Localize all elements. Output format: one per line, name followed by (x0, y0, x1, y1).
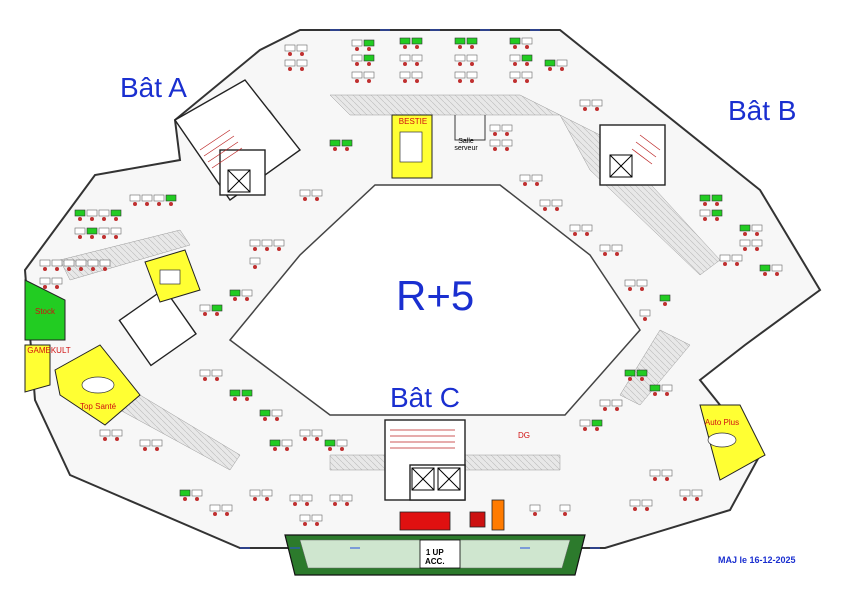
lift-access-label: 1 UP ACC. (425, 548, 445, 566)
room-gamekult (24, 344, 51, 393)
building-a-label: Bât A (120, 72, 187, 103)
building-c-label: Bât C (390, 382, 461, 413)
update-date: MAJ le 16-12-2025 (718, 555, 796, 565)
room-stock-label: Stock (34, 307, 55, 316)
room-auto-plus-label: Auto Plus (704, 418, 740, 427)
room-bestie-label: BESTIE (398, 117, 428, 126)
lift-line-1: 1 UP (425, 548, 444, 557)
stairs (199, 129, 661, 449)
elevators (227, 154, 633, 491)
terrace (284, 534, 586, 576)
room-dg-label: DG (518, 431, 530, 440)
building-b-label: Bât B (728, 95, 797, 126)
room-server-label: Salle serveur (454, 138, 478, 152)
floor-label: R+5 (396, 272, 475, 319)
lift-line-2: ACC. (425, 557, 445, 566)
equipment (399, 499, 505, 531)
courtyard (228, 184, 641, 416)
room-top-sante-label: Top Santé (79, 402, 117, 411)
room-gamekult-label: GAMEKULT (27, 346, 71, 355)
room-stock (24, 279, 66, 341)
